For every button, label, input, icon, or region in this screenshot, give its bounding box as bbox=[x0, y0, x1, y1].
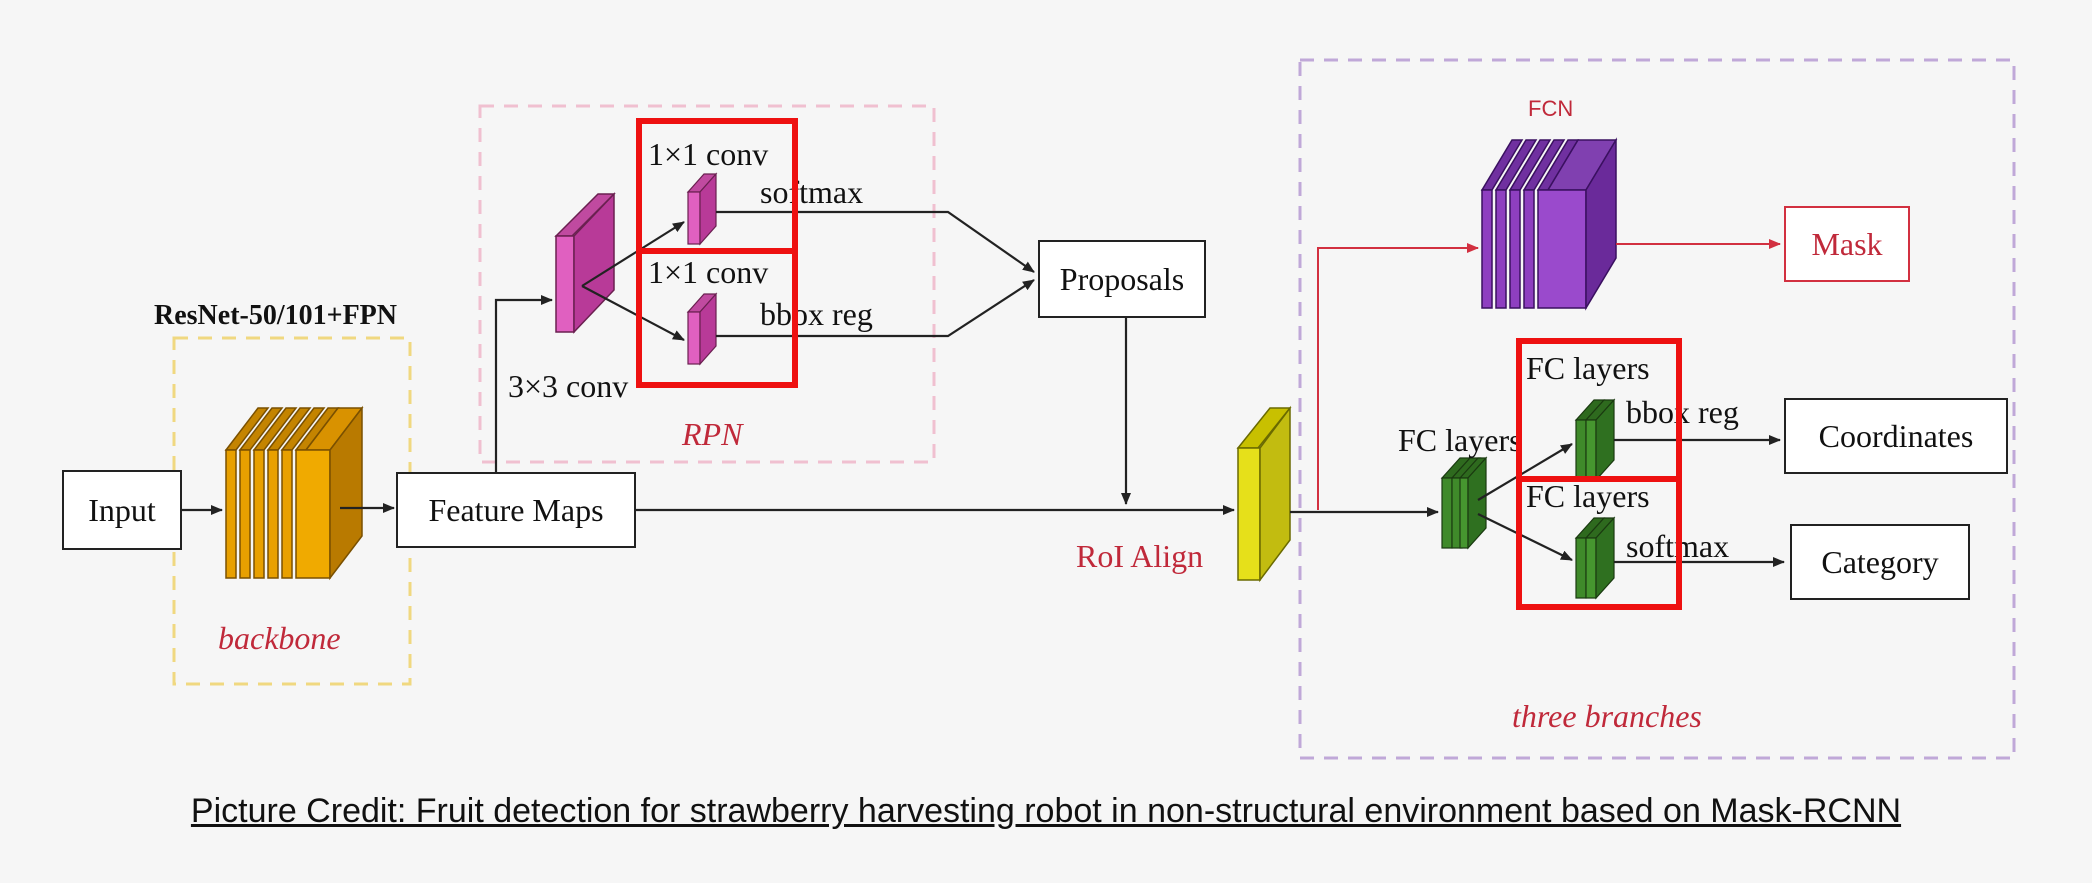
rpn-conv1-top-layer bbox=[686, 172, 718, 246]
highlight-box-rpn-conv1-bottom bbox=[636, 248, 798, 388]
backbone-label: backbone bbox=[218, 620, 341, 656]
rpn-softmax-label: softmax bbox=[760, 174, 864, 210]
mask-branch-connectors bbox=[1317, 239, 1781, 510]
roi-align-label: RoI Align bbox=[1076, 538, 1204, 574]
rpn-conv1-bottom-label: 1×1 conv bbox=[648, 254, 769, 290]
caption-text[interactable]: Picture Credit: Fruit detection for stra… bbox=[190, 792, 1902, 830]
three-branches-label: three branches bbox=[1512, 698, 1702, 734]
rpn-label: RPN bbox=[682, 416, 743, 452]
rpn-conv3-label: 3×3 conv bbox=[508, 368, 629, 404]
rpn-conv1-bottom-layer bbox=[686, 292, 718, 366]
backbone-title: ResNet-50/101+FPN bbox=[154, 300, 398, 331]
fc-layers-main-label: FC layers bbox=[1398, 422, 1522, 458]
mask-node: Mask bbox=[1784, 206, 1910, 282]
fcn-layer-stack bbox=[1480, 137, 1618, 311]
fc-layers-main bbox=[1440, 456, 1488, 550]
fc-layers-bottom-label: FC layers bbox=[1526, 478, 1650, 514]
highlight-box-fc-layers-top bbox=[1516, 338, 1682, 482]
feature-maps-node: Feature Maps bbox=[396, 472, 636, 548]
rpn-conv3-layer bbox=[554, 192, 616, 334]
rpn-frame bbox=[478, 104, 936, 464]
category-node: Category bbox=[1790, 524, 1970, 600]
backbone-layer-stack bbox=[224, 405, 364, 581]
rpn-bbox-reg-label: bbox reg bbox=[760, 296, 873, 332]
coordinates-node: Coordinates bbox=[1784, 398, 2008, 474]
highlight-box-rpn-conv1-top bbox=[636, 118, 798, 254]
picture-credit-caption: Picture Credit: Fruit detection for stra… bbox=[0, 792, 2092, 831]
fc-layers-top bbox=[1574, 398, 1616, 482]
rpn-conv1-top-label: 1×1 conv bbox=[648, 136, 769, 172]
fc-layers-top-label: FC layers bbox=[1526, 350, 1650, 386]
input-node: Input bbox=[62, 470, 182, 550]
branches-frame bbox=[1298, 58, 2016, 760]
roi-align-layer bbox=[1236, 405, 1292, 583]
proposals-node: Proposals bbox=[1038, 240, 1206, 318]
branches-bbox-reg-label: bbox reg bbox=[1626, 394, 1739, 430]
fcn-label: FCN bbox=[1528, 96, 1574, 121]
fc-layers-bottom bbox=[1574, 516, 1616, 600]
highlight-box-fc-layers-bottom bbox=[1516, 476, 1682, 610]
